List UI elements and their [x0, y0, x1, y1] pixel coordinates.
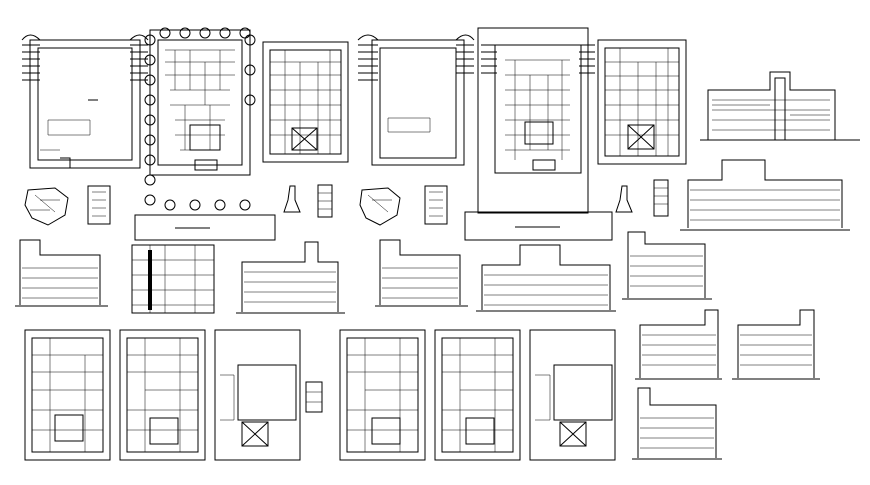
- elevation-i: [632, 387, 722, 460]
- elevation-g: [635, 309, 722, 380]
- elevation-e: [476, 244, 616, 312]
- floor-plan-3: [262, 41, 349, 163]
- floor-plan-7: [24, 329, 111, 461]
- floor-plan-5: [464, 27, 613, 241]
- elevation-mid-right: [680, 159, 850, 231]
- elevation-f: [622, 231, 712, 300]
- site-detail-1: [24, 185, 111, 226]
- elevation-a: [15, 239, 108, 307]
- floor-plan-1: [21, 34, 149, 169]
- site-detail-2: [359, 185, 448, 226]
- floor-plan-12: [529, 329, 616, 461]
- floor-plan-8: [119, 329, 206, 461]
- section-detail-1: [283, 184, 333, 218]
- small-detail-block: [305, 381, 323, 413]
- floor-plan-9: [214, 329, 301, 461]
- floor-plan-2-site: [134, 27, 276, 241]
- floor-plan-10: [339, 329, 426, 461]
- floor-plan-11: [434, 329, 521, 461]
- elevation-h: [732, 309, 820, 380]
- elevation-top-right: [700, 71, 860, 141]
- floor-plan-4: [357, 34, 475, 166]
- section-detail-2: [615, 179, 669, 217]
- section-b: [131, 244, 215, 314]
- elevation-c: [236, 241, 345, 314]
- floor-plan-6: [597, 39, 687, 165]
- elevation-d: [375, 239, 468, 307]
